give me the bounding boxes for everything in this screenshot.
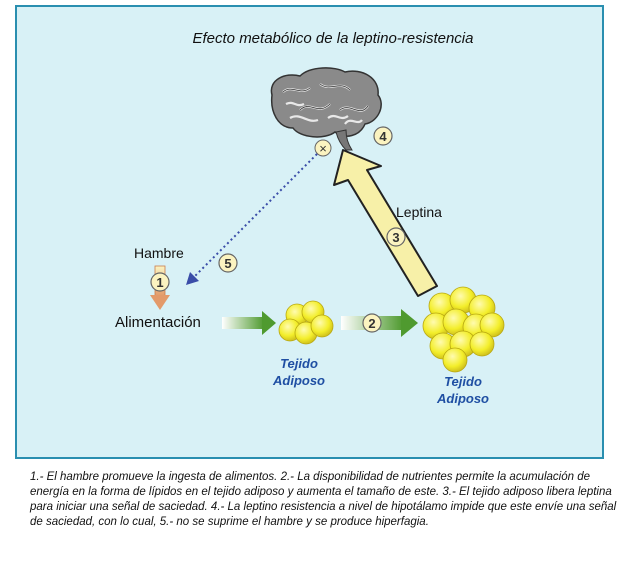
step-marker-2: 2 <box>362 313 382 333</box>
leptin-arrow <box>333 149 438 297</box>
fat-cell-cluster-small <box>278 300 334 345</box>
fat-cell-cluster-large <box>422 286 505 373</box>
step-number-4: 4 <box>379 129 387 144</box>
alimentacion-label: Alimentación <box>115 314 201 331</box>
step-marker-3: 3 <box>386 227 406 247</box>
step-number-3: 3 <box>392 230 399 245</box>
leptina-label: Leptina <box>396 204 442 220</box>
step-number-2: 2 <box>368 316 375 331</box>
tejido-adiposo-small-line2: Adiposo <box>272 373 325 388</box>
brain-icon <box>270 67 382 151</box>
step-number-5: 5 <box>224 256 231 271</box>
tejido-adiposo-small-line1: Tejido <box>280 356 318 371</box>
step-marker-4: 4 <box>373 126 393 146</box>
block-mark-symbol: × <box>319 141 327 156</box>
tejido-adiposo-large-line2: Adiposo <box>436 391 489 406</box>
diagram-title: Efecto metabólico de la leptino-resisten… <box>193 30 474 47</box>
step-number-1: 1 <box>156 275 163 290</box>
dotted-feedback-arrow <box>186 153 318 285</box>
step-marker-1: 1 <box>150 272 170 292</box>
figure-caption: 1.- El hambre promueve la ingesta de ali… <box>30 471 617 528</box>
green-arrow-1 <box>222 311 276 335</box>
step-marker-5: 5 <box>218 253 238 273</box>
block-mark: × <box>314 139 332 157</box>
hambre-label: Hambre <box>134 245 184 261</box>
tejido-adiposo-large-line1: Tejido <box>444 374 482 389</box>
